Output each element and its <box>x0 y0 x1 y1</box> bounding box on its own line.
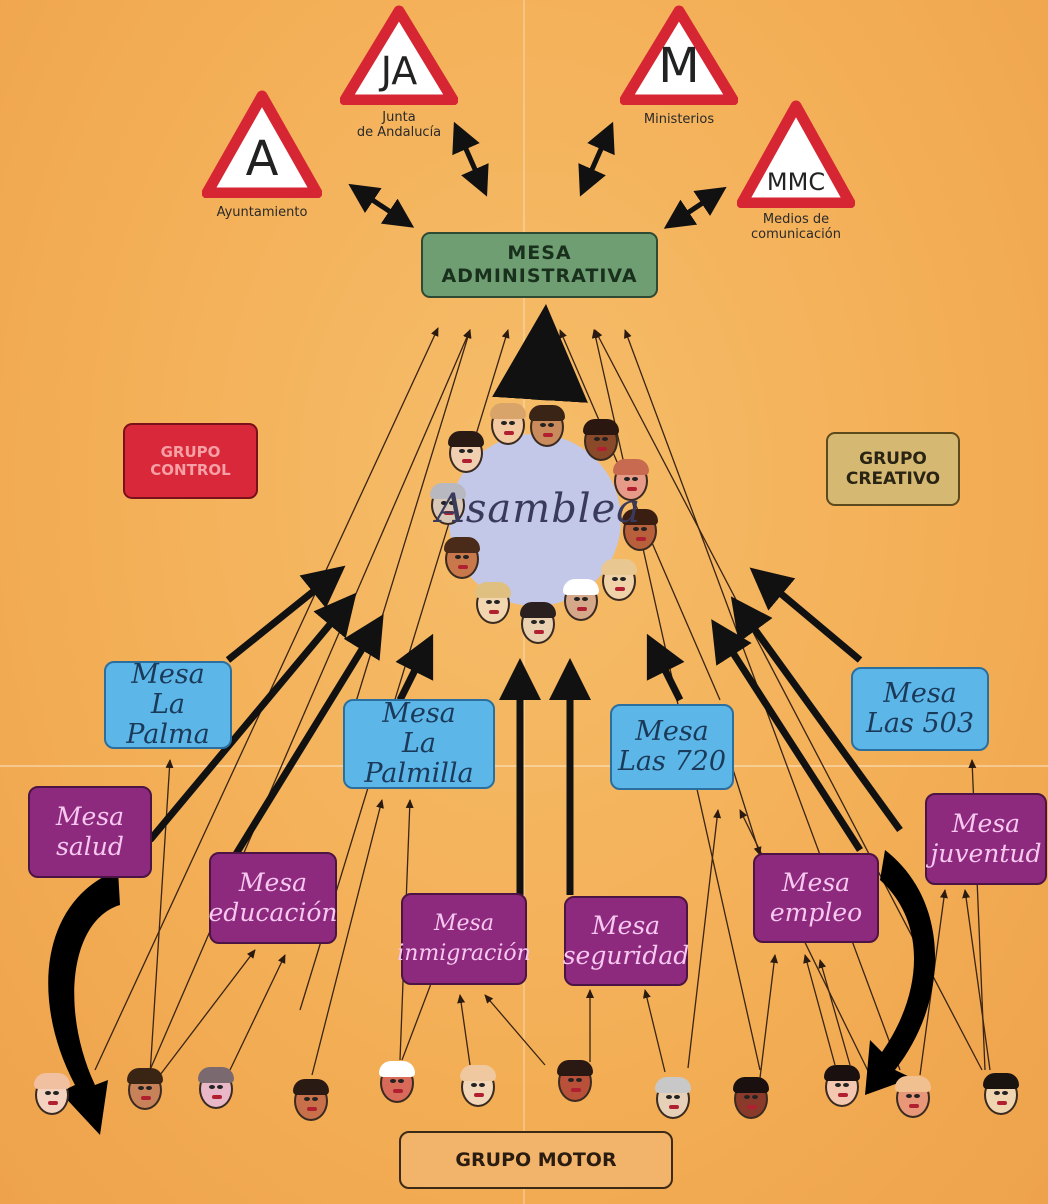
double-arrow-3 <box>578 121 615 197</box>
thick-arrow-10 <box>749 567 863 663</box>
triangle-ministerios-caption: Ministerios <box>643 112 715 127</box>
thin-arrow-mesa-1 <box>149 759 174 1076</box>
mesa-salud: Mesa salud <box>28 786 152 878</box>
mesa-inmigracion-label: Mesa inmigración <box>397 911 531 966</box>
triangle-ayuntamiento-caption: Ayuntamiento <box>216 205 308 220</box>
thick-arrow-11 <box>492 304 588 403</box>
asamblea-face-9 <box>475 582 511 624</box>
motor-face-12 <box>983 1073 1019 1115</box>
thick-arrow-8 <box>711 619 863 852</box>
asamblea-face-2 <box>529 405 565 447</box>
mesa-educacion-label: Mesa educación <box>208 868 338 927</box>
mesa-juventud-label: Mesa juventud <box>930 809 1042 868</box>
mesa-educacion: Mesa educación <box>209 852 337 944</box>
grupo-control-label: GRUPO CONTROL <box>150 443 231 479</box>
triangle-ministerios-letter: M <box>658 37 700 94</box>
mesa-juventud: Mesa juventud <box>925 793 1047 885</box>
asamblea-face-6 <box>601 559 637 601</box>
mesa-las-720-label: Mesa Las 720 <box>618 716 726 777</box>
thick-arrow-3 <box>222 614 384 874</box>
thin-arrow-mesa-8 <box>484 994 546 1066</box>
grupo-creativo-label: GRUPO CREATIVO <box>845 449 941 489</box>
motor-face-1 <box>34 1073 70 1115</box>
asamblea-label: Asamblea <box>436 486 642 532</box>
mesa-salud-label: Mesa salud <box>55 802 125 861</box>
grupo-motor-label: GRUPO MOTOR <box>455 1149 617 1171</box>
mesa-la-palma-label: Mesa La Palma <box>126 659 210 750</box>
motor-face-11 <box>895 1076 931 1118</box>
motor-face-7 <box>557 1060 593 1102</box>
mesa-las-503-label: Mesa Las 503 <box>866 678 974 739</box>
motor-face-4 <box>293 1079 329 1121</box>
paper-fold-horizontal <box>0 765 1048 767</box>
curved-arrow-right <box>865 850 936 1095</box>
mesa-seguridad: Mesa seguridad <box>562 896 690 986</box>
motor-face-3 <box>198 1067 234 1109</box>
motor-face-2 <box>127 1068 163 1110</box>
mesa-administrativa-box: MESA ADMINISTRATIVA <box>421 232 658 298</box>
triangle-junta-caption: Junta de Andalucía <box>356 110 442 140</box>
thin-arrow-mesa-19 <box>729 759 762 856</box>
triangle-ministerios-icon <box>620 5 738 105</box>
mesa-las-503: Mesa Las 503 <box>851 667 989 751</box>
thick-arrow-4 <box>395 633 434 702</box>
thick-arrow-9 <box>730 596 903 833</box>
triangle-ayuntamiento-letter: A <box>245 130 279 187</box>
thick-arrow-7 <box>646 633 685 702</box>
mesa-la-palmilla: Mesa La Palmilla <box>343 699 495 789</box>
thin-arrow-mesa-12 <box>759 954 779 1079</box>
triangle-junta-icon <box>340 5 458 105</box>
thin-arrow-mesa-4 <box>311 799 384 1076</box>
mesa-la-palmilla-label: Mesa La Palmilla <box>364 698 474 789</box>
asamblea-face-7 <box>563 579 599 621</box>
thin-arrow-mesa-10 <box>643 989 666 1073</box>
thin-arrow-mesa-2 <box>159 949 256 1076</box>
grupo-motor-box: GRUPO MOTOR <box>399 1131 673 1189</box>
motor-face-10 <box>824 1065 860 1107</box>
triangle-medios-caption: Medios de comunicación <box>751 212 841 242</box>
double-arrow-2 <box>452 121 489 197</box>
thick-arrow-1 <box>225 565 346 663</box>
asamblea-face-10 <box>444 537 480 579</box>
mesa-seguridad-label: Mesa seguridad <box>562 911 690 970</box>
motor-face-8 <box>655 1077 691 1119</box>
mesa-inmigracion: Mesa inmigración <box>397 893 531 985</box>
thin-arrow-mesa-14 <box>818 959 851 1066</box>
grupo-creativo-box: GRUPO CREATIVO <box>826 432 960 506</box>
mesa-empleo-label: Mesa empleo <box>769 868 863 927</box>
motor-face-6 <box>460 1065 496 1107</box>
triangle-ayuntamiento-icon <box>202 90 322 198</box>
grupo-control-box: GRUPO CONTROL <box>123 423 258 499</box>
thin-arrow-mesa-3 <box>229 954 286 1071</box>
motor-face-5 <box>379 1061 415 1103</box>
mesa-administrativa-label: MESA ADMINISTRATIVA <box>441 242 638 287</box>
mesa-la-palma: Mesa La Palma <box>104 659 232 750</box>
thin-arrow-mesa-17 <box>962 889 991 1071</box>
asamblea-face-12 <box>448 431 484 473</box>
double-arrow-4 <box>663 186 727 229</box>
thick-arrow-2 <box>147 592 357 843</box>
asamblea-face-3 <box>583 419 619 461</box>
thin-arrow-mesa-7 <box>457 994 471 1066</box>
thin-arrow-mesa-13 <box>803 954 836 1066</box>
asamblea-face-11 <box>430 483 466 525</box>
mesa-las-720: Mesa Las 720 <box>610 704 734 790</box>
triangle-medios-letter: MMC <box>766 168 826 197</box>
triangle-junta-letter: JA <box>380 49 418 94</box>
asamblea-face-8 <box>520 602 556 644</box>
double-arrow-1 <box>348 183 415 228</box>
curved-arrow-left <box>48 870 120 1135</box>
asamblea-face-4 <box>613 459 649 501</box>
thin-arrow-admin-2 <box>149 329 471 1071</box>
asamblea-face-1 <box>490 403 526 445</box>
thin-arrow-mesa-11 <box>687 809 722 1069</box>
asamblea-face-5 <box>622 509 658 551</box>
motor-face-9 <box>733 1077 769 1119</box>
triangle-medios-icon <box>737 100 855 208</box>
mesa-empleo: Mesa empleo <box>753 853 879 943</box>
